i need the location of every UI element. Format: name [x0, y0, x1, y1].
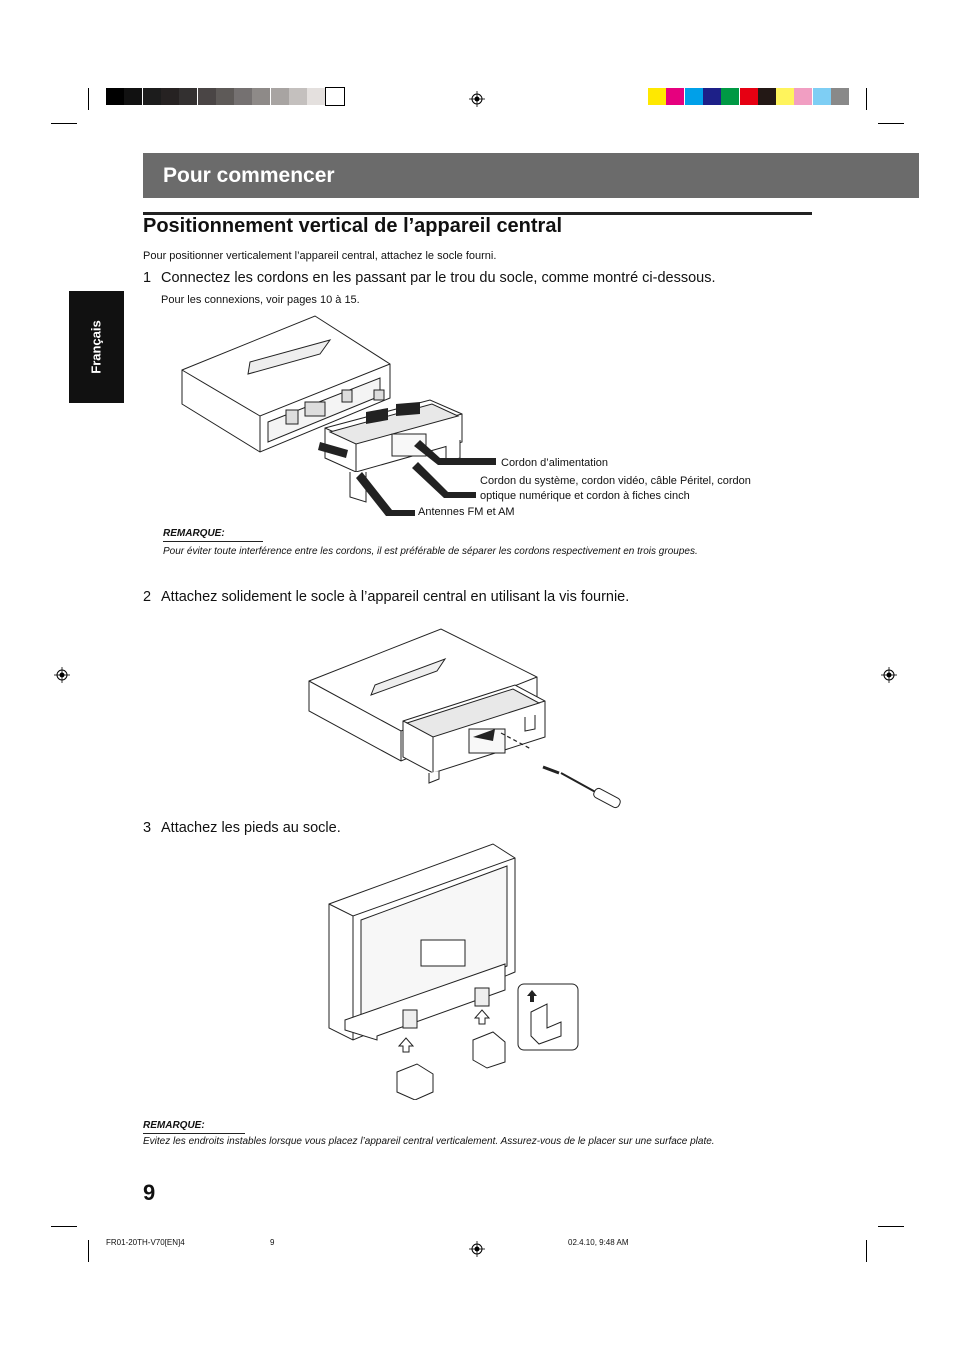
section-banner — [143, 153, 919, 198]
banner-title: Pour commencer — [163, 164, 335, 187]
crop-mark — [878, 123, 904, 124]
intro-text: Pour positionner verticalement l’apparei… — [143, 250, 497, 262]
page-number: 9 — [143, 1180, 156, 1205]
note-heading: REMARQUE: — [163, 528, 225, 539]
registration-mark-icon — [469, 1241, 485, 1257]
gray-swatch — [106, 88, 124, 105]
gray-swatch — [215, 88, 234, 105]
color-swatch — [684, 88, 703, 105]
gray-swatch — [324, 87, 345, 106]
registration-mark-icon — [469, 91, 485, 107]
color-swatch — [757, 88, 776, 105]
color-swatch — [794, 88, 813, 105]
gray-swatch — [252, 88, 271, 105]
registration-mark-icon — [881, 667, 897, 683]
crop-mark — [51, 1226, 77, 1227]
step-3-number: 3 — [143, 820, 152, 836]
step-1-subtext: Pour les connexions, voir pages 10 à 15. — [161, 294, 360, 306]
callout-antennas: Antennes FM et AM — [418, 506, 515, 518]
crop-mark — [866, 1240, 867, 1262]
title-rule — [143, 212, 812, 215]
note-heading: REMARQUE: — [143, 1120, 205, 1131]
crop-mark — [51, 123, 77, 124]
footer-page: 9 — [270, 1238, 275, 1247]
footer-file: FR01-20TH-V70[EN]4 — [106, 1238, 185, 1247]
figure-cord-routing — [181, 315, 496, 516]
callout-power-cord: Cordon d’alimentation — [501, 457, 609, 469]
gray-swatch — [160, 88, 179, 105]
gray-swatch — [179, 88, 198, 105]
crop-mark — [88, 1240, 89, 1262]
crop-mark — [88, 88, 89, 110]
color-swatch — [721, 88, 740, 105]
crop-mark — [866, 88, 867, 110]
registration-mark-icon — [54, 667, 70, 683]
gray-swatch — [142, 88, 161, 105]
color-swatch — [831, 88, 849, 105]
crop-mark — [878, 1226, 904, 1227]
note-underline — [163, 541, 263, 542]
step-1-number: 1 — [143, 270, 152, 286]
gray-swatch — [289, 88, 307, 105]
step-2-text: Attachez solidement le socle à l’apparei… — [161, 589, 630, 605]
color-swatch — [702, 88, 721, 105]
gray-swatch — [197, 88, 216, 105]
gray-swatch — [124, 88, 143, 105]
gray-swatch — [270, 88, 289, 105]
footer-timestamp: 02.4.10, 9:48 AM — [568, 1238, 629, 1247]
figure-attach-feet — [328, 843, 579, 1100]
section-title: Positionnement vertical de l’appareil ce… — [143, 215, 563, 237]
callout-system-cord-line1: Cordon du système, cordon vidéo, câble P… — [480, 475, 751, 487]
color-swatch — [648, 88, 666, 105]
gray-swatch — [307, 88, 326, 105]
step-2-number: 2 — [143, 589, 152, 605]
step-3-text: Attachez les pieds au socle. — [161, 820, 341, 836]
color-swatch — [666, 88, 685, 105]
figure-attach-stand — [308, 628, 621, 809]
language-label: Français — [88, 320, 104, 374]
step-1-text: Connectez les cordons en les passant par… — [161, 270, 716, 286]
note-text: Pour éviter toute interférence entre les… — [163, 546, 698, 557]
note-text: Evitez les endroits instables lorsque vo… — [143, 1136, 715, 1147]
note-underline — [143, 1133, 245, 1134]
color-swatch — [812, 88, 831, 105]
language-tab — [69, 291, 124, 403]
color-swatch — [739, 88, 758, 105]
callout-system-cord-line2: optique numérique et cordon à fiches cin… — [480, 490, 690, 502]
color-swatch — [776, 88, 795, 105]
gray-swatch — [234, 88, 253, 105]
